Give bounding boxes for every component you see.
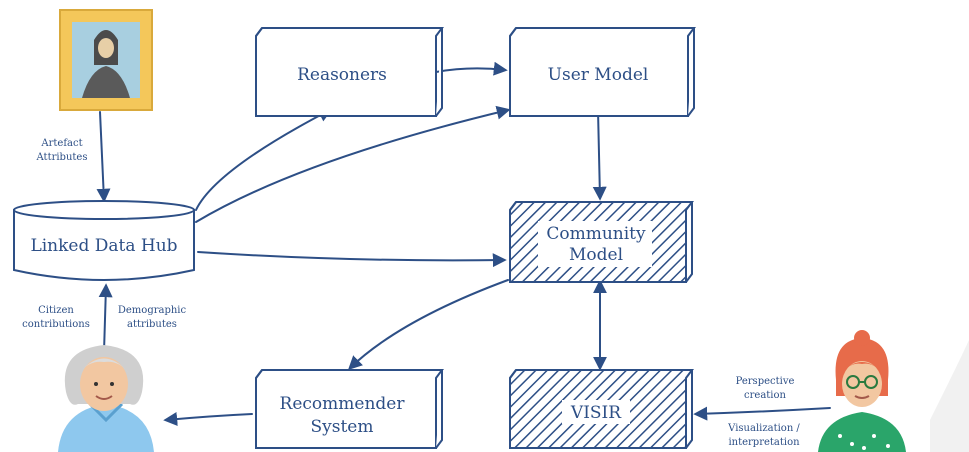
visir-label-backdrop	[562, 400, 630, 424]
user-model-label: User Model	[548, 65, 649, 85]
visualization-label-line1: Visualization /	[727, 423, 800, 434]
artefact-painting-icon	[59, 9, 153, 111]
edge-hub-to-reasoners	[195, 108, 333, 211]
community-label-backdrop	[538, 221, 652, 267]
edge-reasoners-to-usermodel	[435, 61, 508, 76]
community-model-label-line2: Model	[569, 245, 623, 265]
edge-curator-to-visir	[693, 406, 831, 421]
citizen-contributions-label-line2: contributions	[22, 319, 90, 330]
recommender-system-node[interactable]: Recommender System	[255, 369, 444, 449]
citizen-avatar-icon	[58, 345, 154, 452]
reasoners-label: Reasoners	[297, 65, 387, 85]
visualization-label-line2: interpretation	[728, 437, 800, 448]
citizen-contributions-label-line1: Citizen	[38, 305, 74, 316]
community-model-label-line1: Community	[546, 224, 646, 244]
reasoners-node[interactable]: Reasoners	[255, 27, 444, 117]
watermark-decoration	[930, 340, 969, 452]
perspective-creation-label-line1: Perspective	[736, 376, 795, 387]
edge-hub-to-usermodel	[195, 105, 511, 223]
edge-recommender-to-citizen	[163, 412, 253, 426]
curator-avatar-icon	[818, 330, 906, 452]
user-model-node[interactable]: User Model	[509, 27, 696, 117]
visir-label: VISIR	[570, 403, 622, 423]
linked-data-hub-node[interactable]: Linked Data Hub	[13, 200, 195, 281]
linked-data-hub-label: Linked Data Hub	[30, 236, 177, 256]
perspective-creation-label-line2: creation	[744, 390, 786, 401]
edge-usermodel-to-community	[592, 109, 607, 201]
demographic-attributes-label-line2: attributes	[127, 319, 177, 330]
artefact-attributes-label-line1: Artefact	[40, 138, 82, 149]
edge-citizen-to-hub	[98, 283, 113, 353]
recommender-label-line2: System	[311, 417, 374, 437]
edge-artefact-to-hub	[96, 111, 111, 203]
edge-hub-to-community	[197, 251, 507, 268]
visir-node[interactable]: VISIR	[509, 369, 694, 449]
demographic-attributes-label-line1: Demographic	[118, 305, 187, 316]
community-model-node[interactable]: Community Model	[509, 201, 694, 283]
artefact-attributes-label-line2: Attributes	[36, 152, 88, 163]
edge-community-to-recommender	[347, 279, 509, 370]
recommender-label-line1: Recommender	[280, 394, 406, 414]
